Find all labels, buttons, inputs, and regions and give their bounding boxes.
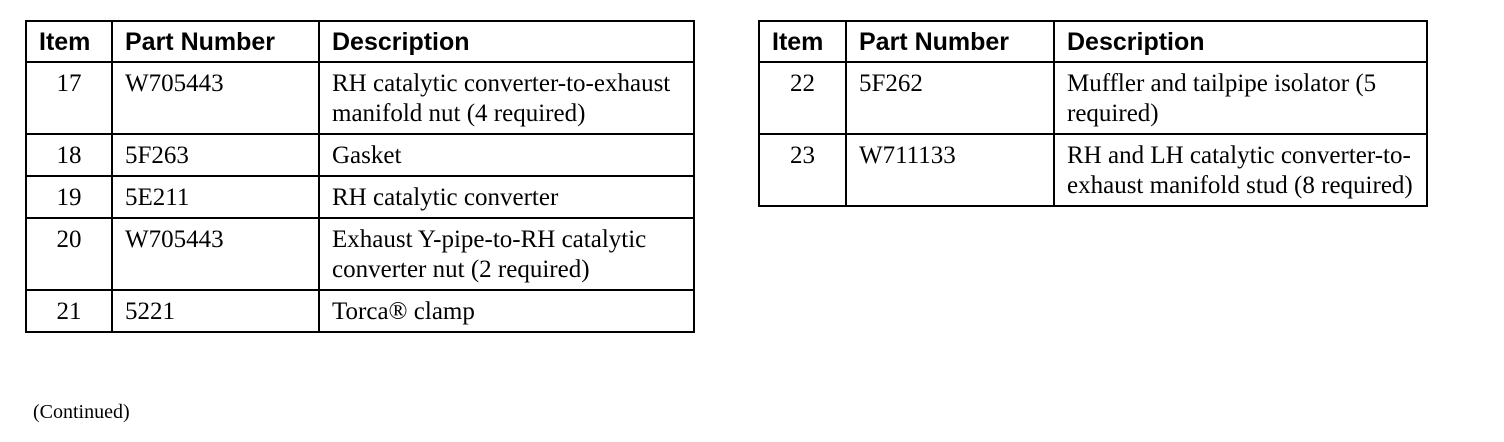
description-cell: RH and LH catalytic converter-to-exhaust…: [1053, 133, 1428, 207]
description-cell: Torca® clamp: [318, 289, 695, 333]
table-row: 19 5E211 RH catalytic converter: [25, 175, 695, 219]
part-number-cell: W705443: [111, 61, 320, 135]
header-description: Description: [1053, 20, 1428, 63]
header-item: Item: [758, 20, 847, 63]
parts-table-left: Item Part Number Description 17 W705443 …: [25, 20, 695, 333]
part-number-cell: 5F263: [111, 133, 320, 177]
part-number-cell: 5221: [111, 289, 320, 333]
table-row: 21 5221 Torca® clamp: [25, 289, 695, 333]
item-cell: 22: [758, 61, 847, 135]
item-cell: 17: [25, 61, 113, 135]
part-number-cell: 5F262: [845, 61, 1055, 135]
table-row: 17 W705443 RH catalytic converter-to-exh…: [25, 61, 695, 135]
item-cell: 19: [25, 175, 113, 219]
description-cell: Gasket: [318, 133, 695, 177]
item-cell: 23: [758, 133, 847, 207]
item-cell: 20: [25, 217, 113, 291]
item-cell: 18: [25, 133, 113, 177]
table-row: 20 W705443 Exhaust Y-pipe-to-RH catalyti…: [25, 217, 695, 291]
table-row: 22 5F262 Muffler and tailpipe isolator (…: [758, 61, 1428, 135]
header-item: Item: [25, 20, 113, 63]
part-number-cell: W705443: [111, 217, 320, 291]
table-row: 18 5F263 Gasket: [25, 133, 695, 177]
table-header-row: Item Part Number Description: [758, 20, 1428, 63]
continued-note: (Continued): [33, 401, 130, 423]
description-cell: RH catalytic converter-to-exhaust manifo…: [318, 61, 695, 135]
description-cell: RH catalytic converter: [318, 175, 695, 219]
header-part-number: Part Number: [111, 20, 320, 63]
item-cell: 21: [25, 289, 113, 333]
description-cell: Exhaust Y-pipe-to-RH catalytic converter…: [318, 217, 695, 291]
part-number-cell: W711133: [845, 133, 1055, 207]
header-part-number: Part Number: [845, 20, 1055, 63]
table-header-row: Item Part Number Description: [25, 20, 695, 63]
part-number-cell: 5E211: [111, 175, 320, 219]
parts-table-right: Item Part Number Description 22 5F262 Mu…: [758, 20, 1428, 207]
header-description: Description: [318, 20, 695, 63]
description-cell: Muffler and tailpipe isolator (5 require…: [1053, 61, 1428, 135]
table-row: 23 W711133 RH and LH catalytic converter…: [758, 133, 1428, 207]
